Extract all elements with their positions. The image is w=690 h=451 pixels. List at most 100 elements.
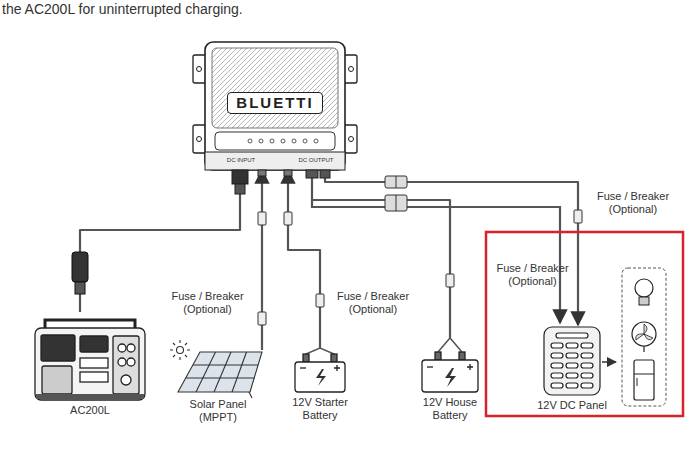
dc-panel	[551, 373, 563, 378]
house-battery	[438, 338, 462, 352]
node-caption: Solar Panel (MPPT)	[170, 398, 266, 424]
charger-housing	[349, 137, 354, 142]
cable-connector	[312, 170, 450, 338]
device-ports	[320, 170, 330, 178]
dc-panel	[551, 343, 563, 348]
charger-housing	[212, 48, 338, 128]
charger-housing	[205, 152, 345, 170]
load-group	[635, 279, 653, 297]
house-battery: 12V House Battery	[415, 338, 485, 422]
dc-panel	[551, 383, 563, 388]
starter-battery	[331, 354, 337, 362]
house-battery	[467, 364, 473, 370]
power-station	[35, 328, 145, 400]
device-ports	[232, 170, 330, 194]
indicator-leds	[248, 139, 318, 143]
cable-connector	[288, 170, 320, 348]
load-group	[639, 297, 649, 305]
anderson-connector	[396, 176, 397, 188]
dc-panel	[566, 363, 578, 368]
charger-housing	[215, 132, 335, 150]
solar-panel	[170, 340, 190, 360]
charger-unit: BLUETTI	[205, 42, 345, 170]
indicator-leds	[259, 139, 263, 143]
power-station	[118, 358, 126, 366]
device-ports	[232, 170, 248, 184]
dc-panel	[566, 373, 578, 378]
fuse-symbol	[574, 210, 582, 223]
node-caption: 12V House Battery	[415, 396, 485, 422]
anderson-connector	[396, 195, 397, 211]
starter-battery	[295, 362, 345, 392]
dc-panel	[544, 327, 600, 395]
power-station	[118, 344, 126, 352]
load-group	[637, 378, 638, 386]
load-group	[602, 268, 666, 406]
device-ports	[235, 184, 245, 194]
power-station	[42, 366, 72, 394]
port-label: DC OUTPUT	[296, 157, 336, 164]
starter-battery	[316, 369, 326, 386]
power-station	[113, 336, 139, 394]
fuse-note: Fuse / Breaker (Optional)	[160, 290, 255, 316]
fuse-symbol	[258, 212, 266, 225]
solar-panel	[193, 364, 258, 365]
dc-panel	[581, 343, 593, 348]
anderson-connector	[385, 176, 407, 211]
dc-panel	[566, 353, 578, 358]
dc-panel	[566, 383, 578, 388]
starter-battery	[295, 348, 345, 392]
dc-panel	[556, 333, 588, 338]
power-station	[80, 372, 108, 382]
ac200l-plug	[72, 252, 88, 282]
house-battery	[445, 368, 456, 387]
starter-battery	[306, 348, 334, 354]
power-station	[127, 358, 135, 366]
dc-panel	[551, 363, 563, 368]
starter-battery	[300, 367, 306, 368]
dc-panel	[581, 383, 593, 388]
fuse-symbol	[446, 274, 454, 287]
charger-housing	[205, 42, 345, 170]
device-ports	[306, 170, 318, 178]
starter-battery	[334, 365, 340, 371]
dc-panel	[544, 327, 600, 395]
brand-logo: BLUETTI	[205, 92, 345, 114]
highlight-frame	[486, 232, 683, 416]
power-station	[36, 394, 144, 399]
charger-housing	[349, 67, 354, 72]
solar-panel: Solar Panel (MPPT)	[170, 350, 266, 424]
fuse-symbol	[258, 312, 266, 325]
load-group	[643, 346, 644, 352]
dc-panel	[566, 343, 578, 348]
dc-panel	[551, 353, 563, 358]
indicator-leds	[292, 139, 296, 143]
anderson-connector	[385, 176, 407, 188]
fuse-note: Fuse / Breaker (Optional)	[588, 190, 678, 216]
house-battery	[427, 366, 433, 367]
node-caption: 12V Starter Battery	[280, 396, 360, 422]
starter-battery	[303, 354, 309, 362]
fuse-symbol	[258, 210, 582, 325]
house-battery	[422, 338, 478, 392]
solar-panel	[232, 352, 247, 392]
brand-logo: BLUETTI	[227, 92, 322, 114]
anderson-connector	[385, 195, 407, 211]
fuse-symbol	[284, 212, 292, 225]
fuse-symbol	[316, 294, 324, 307]
house-battery	[459, 352, 465, 360]
fuse-note: Fuse / Breaker (Optional)	[490, 262, 575, 288]
power-station	[80, 336, 108, 352]
load-group	[634, 374, 654, 375]
load-group	[632, 322, 656, 346]
power-station	[80, 358, 108, 368]
solar-panel	[170, 340, 262, 398]
indicator-leds	[281, 139, 285, 143]
indicator-leds	[314, 139, 318, 143]
solar-panel	[177, 347, 184, 354]
solar-panel	[214, 352, 231, 392]
load-group	[622, 268, 666, 406]
dc-panel	[581, 363, 593, 368]
charger-housing	[193, 42, 357, 170]
